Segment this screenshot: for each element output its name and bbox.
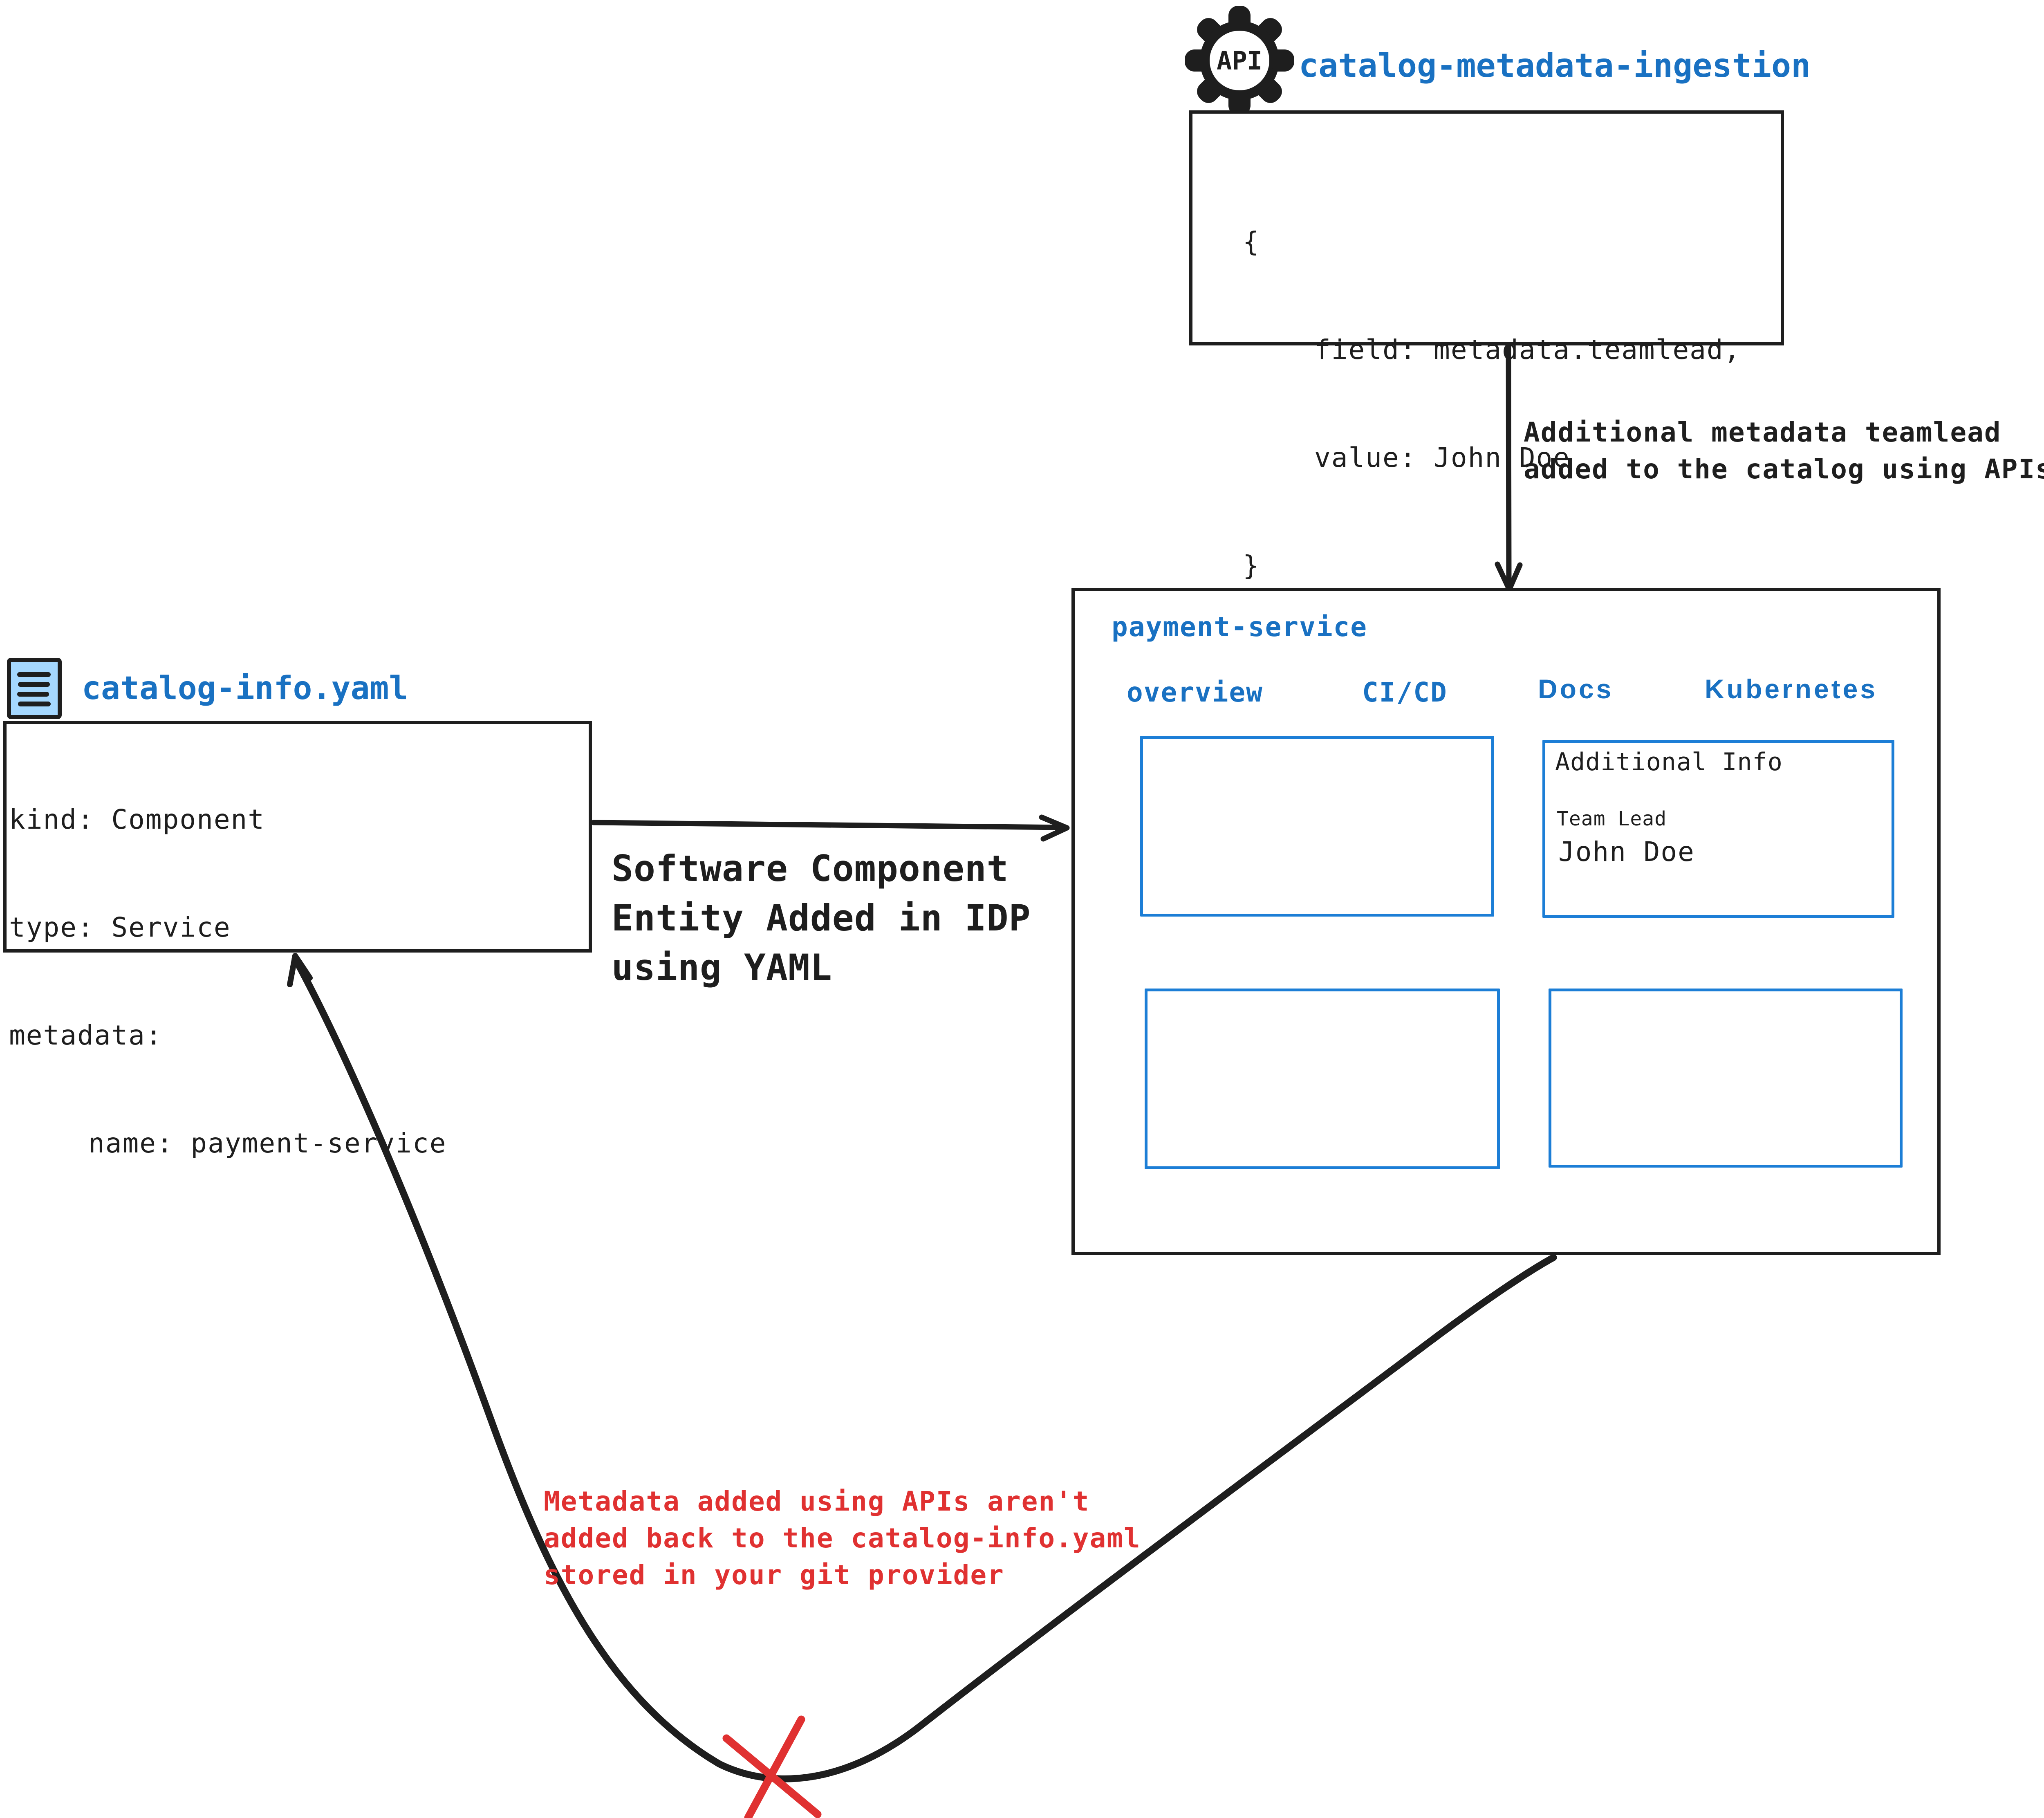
tab-docs: Docs bbox=[1538, 674, 1614, 704]
yaml-file-title: catalog-info.yaml bbox=[82, 670, 408, 707]
warning-line: added back to the catalog-info.yaml bbox=[544, 1522, 1141, 1554]
idp-panel-bottom-left bbox=[1145, 989, 1500, 1169]
api-icon-label: API bbox=[1217, 46, 1262, 76]
api-arrow-label-line: Additional metadata teamlead bbox=[1524, 417, 2001, 448]
blocked-cross-icon bbox=[722, 1715, 822, 1818]
api-payload-box: { field: metadata.teamlead, value: John … bbox=[1189, 110, 1784, 581]
payload-line: } bbox=[1243, 550, 1260, 581]
yaml-file-icon bbox=[7, 658, 62, 719]
api-arrow-label: Additional metadata teamlead added to th… bbox=[1524, 414, 2044, 488]
api-gear-icon: API bbox=[1185, 6, 1294, 115]
api-service-title: catalog-metadata-ingestion bbox=[1299, 47, 1811, 85]
payload-line: value: John Doe bbox=[1314, 442, 1571, 473]
warning-line: Metadata added using APIs aren't bbox=[544, 1486, 1090, 1517]
warning-line: stored in your git provider bbox=[544, 1559, 1004, 1591]
team-lead-label: Team Lead bbox=[1557, 807, 1667, 830]
team-lead-value: John Doe bbox=[1558, 836, 1695, 868]
tab-kubernetes: Kubernetes bbox=[1705, 674, 1878, 704]
yaml-arrow-label-line: Software Component bbox=[612, 847, 1009, 890]
api-arrow-label-line: added to the catalog using APIs bbox=[1524, 453, 2044, 485]
yaml-arrow-label-line: using YAML bbox=[612, 946, 832, 989]
tab-overview: overview bbox=[1127, 677, 1263, 708]
payload-line: field: metadata.teamlead, bbox=[1314, 334, 1741, 365]
idp-panel-overview bbox=[1140, 736, 1494, 917]
idp-portal-title: payment-service bbox=[1112, 611, 1368, 643]
idp-panel-bottom-right bbox=[1549, 989, 1903, 1168]
yaml-file-box: kind: Component type: Service metadata: … bbox=[3, 721, 592, 1159]
yaml-arrow-label: Software Component Entity Added in IDP u… bbox=[612, 844, 1031, 992]
warning-note: Metadata added using APIs aren't added b… bbox=[544, 1483, 1141, 1594]
yaml-arrow-label-line: Entity Added in IDP bbox=[612, 897, 1031, 939]
tab-cicd: CI/CD bbox=[1362, 677, 1448, 708]
yaml-line: metadata: bbox=[9, 1020, 163, 1051]
payload-line: { bbox=[1243, 226, 1260, 258]
yaml-to-idp-arrow bbox=[591, 814, 1070, 842]
yaml-line: type: Service bbox=[9, 912, 231, 943]
yaml-line: kind: Component bbox=[9, 804, 265, 835]
idp-panel-additional-info: Additional Info Team Lead John Doe bbox=[1542, 740, 1894, 918]
additional-info-heading: Additional Info bbox=[1555, 748, 1783, 776]
yaml-line: name: payment-service bbox=[88, 1128, 447, 1159]
